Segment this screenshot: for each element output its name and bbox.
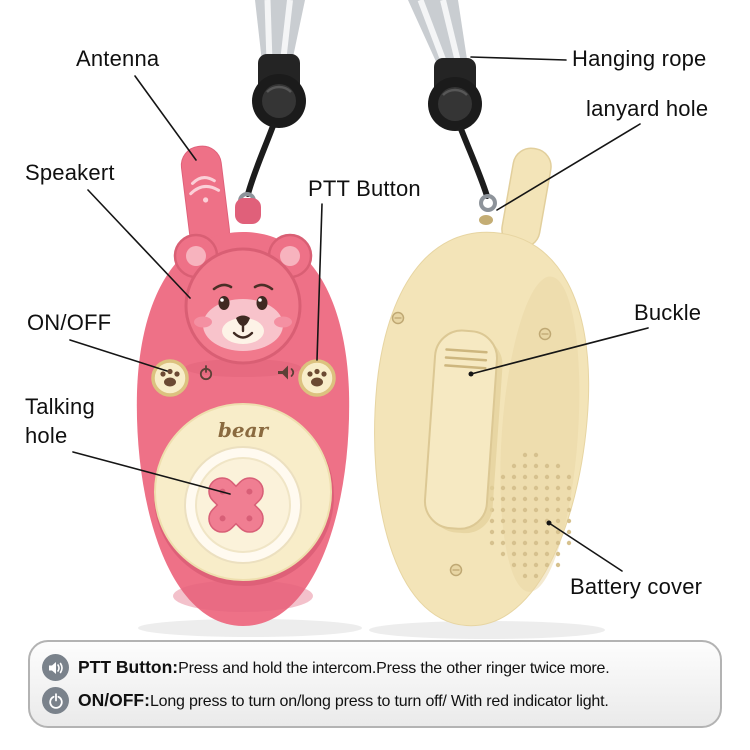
on-off-instruction-text: ON/OFF:Long press to turn on/long press … <box>78 690 609 711</box>
talk-button-assembly: bear <box>154 403 334 586</box>
instructions-box: PTT Button:Press and hold the intercom.P… <box>28 640 722 728</box>
talking-hole-label: Talking hole <box>25 392 95 450</box>
talking-hole-line <box>72 451 231 495</box>
lanyard-hole-label: lanyard hole <box>586 96 709 121</box>
battery-cover-screws <box>391 311 552 577</box>
speaker-grille <box>489 452 572 579</box>
annotation-lines <box>69 56 649 572</box>
lanyard-hole <box>479 215 493 225</box>
on-off-instruction-title: ON/OFF: <box>78 690 150 710</box>
volume-icon <box>278 365 295 380</box>
on-off-instruction-row: ON/OFF:Long press to turn on/long press … <box>42 687 708 714</box>
on-off-line <box>69 339 168 372</box>
ptt-button <box>298 359 336 397</box>
talking-hole-label-line2: hole <box>25 423 68 449</box>
paw-icon <box>311 377 323 387</box>
cream-walkie-talkie-back <box>374 147 590 627</box>
antenna-line <box>134 75 197 161</box>
battery-cover-line <box>548 522 623 572</box>
buckle-line <box>470 327 649 375</box>
battery-cover-label: Battery cover <box>570 574 703 599</box>
hanging-rope-line <box>470 56 567 61</box>
speaker-sound-icon <box>42 654 69 681</box>
ptt-instruction-row: PTT Button:Press and hold the intercom.P… <box>42 654 708 681</box>
speaker-label: Speakert <box>25 160 115 185</box>
ptt-instruction-desc: Press and hold the intercom.Press the ot… <box>178 660 610 677</box>
pink-walkie-talkie-front: bear <box>136 145 350 626</box>
hanging-rope-label: Hanging rope <box>572 46 707 71</box>
belt-clip-buckle <box>423 329 503 534</box>
ptt-instruction-title: PTT Button: <box>78 657 179 677</box>
power-icon <box>199 365 213 381</box>
right-hanging-rope <box>408 0 497 212</box>
right-lanyard-ring <box>479 194 497 212</box>
on-off-button <box>151 359 189 397</box>
speaker-line <box>87 189 191 299</box>
bear-face-speaker <box>173 233 313 377</box>
shadow-right <box>369 621 605 639</box>
lanyard-hole-line <box>496 123 641 211</box>
left-hanging-rope <box>238 0 306 210</box>
brand-text: bear <box>218 418 270 442</box>
power-icon <box>42 687 69 714</box>
shadow-left <box>138 619 362 637</box>
antenna-label: Antenna <box>76 46 160 71</box>
paw-icon <box>164 377 176 387</box>
signal-waves-icon <box>190 176 216 185</box>
on-off-label: ON/OFF <box>27 310 112 335</box>
pink-antenna <box>180 145 231 252</box>
on-off-instruction-desc: Long press to turn on/long press to turn… <box>149 693 609 710</box>
ptt-instruction-text: PTT Button:Press and hold the intercom.P… <box>78 657 610 678</box>
ptt-line <box>316 203 323 361</box>
pink-lanyard-mount <box>235 198 261 224</box>
buckle-label: Buckle <box>634 300 702 325</box>
talking-hole-label-line1: Talking <box>25 394 95 419</box>
ptt-button-label: PTT Button <box>308 176 421 201</box>
